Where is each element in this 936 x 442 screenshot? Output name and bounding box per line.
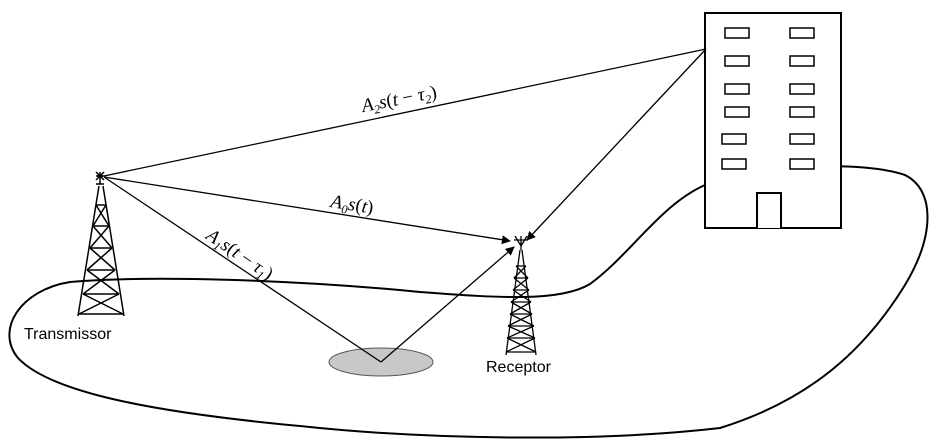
- transmitter-tower-icon: [77, 171, 125, 317]
- path-direct-line: [103, 176, 511, 245]
- path-building-reflected-line: [526, 48, 707, 241]
- building-path-label: A2s(t − τ2): [358, 82, 439, 119]
- building-icon: [704, 12, 842, 229]
- path-ground-incident-line: [103, 176, 382, 363]
- ground-path-label: A1s(t − τ1): [199, 224, 277, 287]
- direct-path-label: A0s(t): [327, 191, 375, 221]
- receiver-tower-icon: [505, 235, 537, 356]
- path-building-incident-line: [103, 48, 707, 177]
- receiver-label: Receptor: [486, 359, 552, 376]
- ground-region-outline: [8, 165, 929, 439]
- transmitter-label: Transmissor: [24, 326, 112, 343]
- path-ground-reflected-line: [380, 246, 515, 363]
